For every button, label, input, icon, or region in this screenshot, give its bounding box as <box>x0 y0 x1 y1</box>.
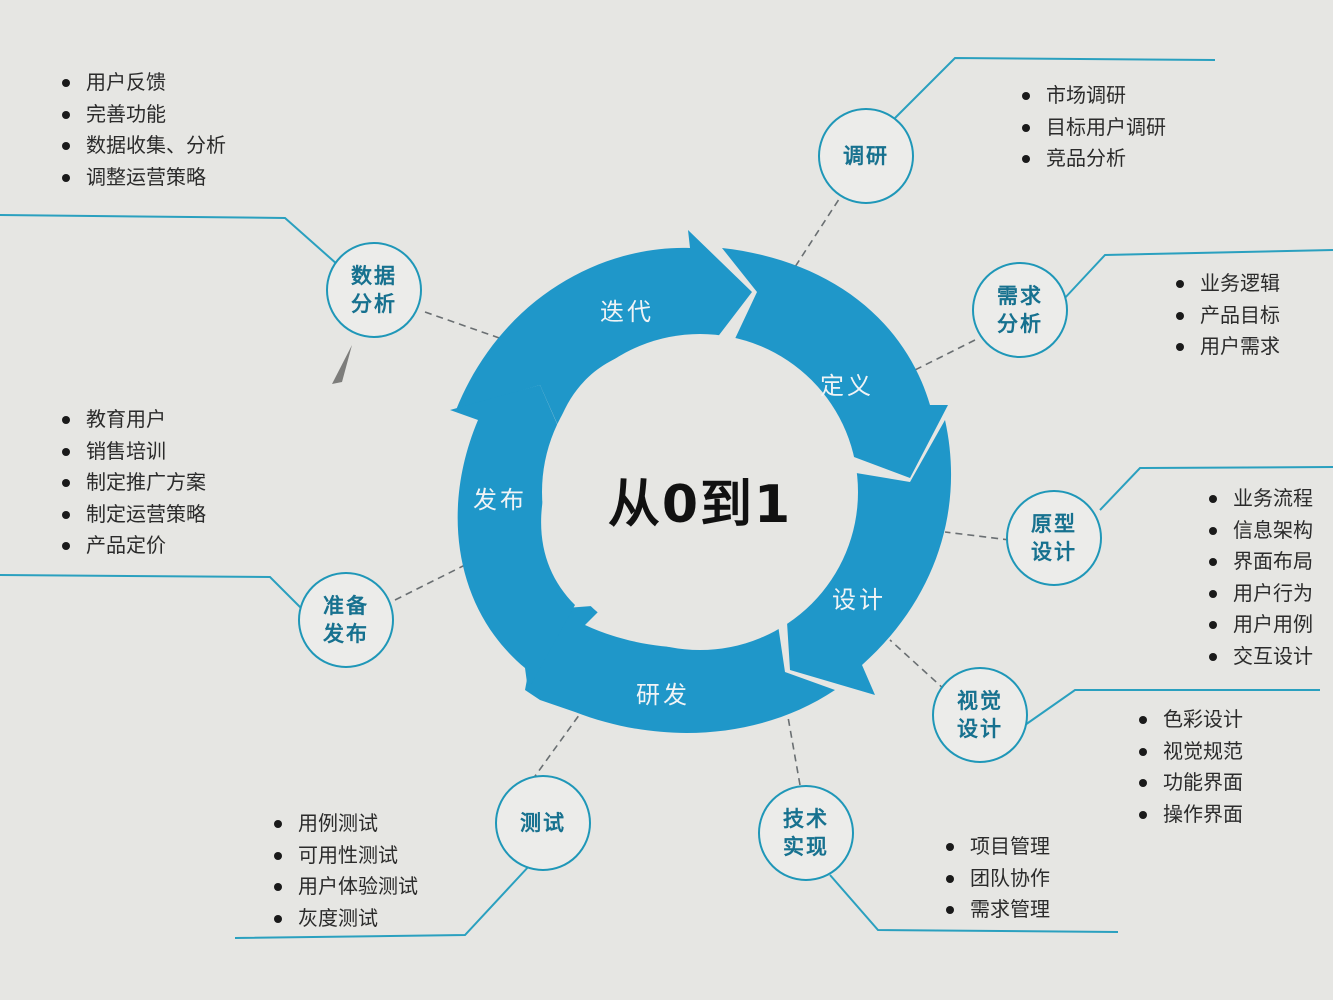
node-label: 视觉设计 <box>957 689 1003 741</box>
analytics-items: 用户反馈 完善功能 数据收集、分析 调整运营策略 <box>58 67 226 193</box>
list-item: 业务流程 <box>1205 483 1313 515</box>
list-item: 交互设计 <box>1205 641 1313 673</box>
list-item: 操作界面 <box>1135 799 1243 831</box>
list-item: 销售培训 <box>58 436 206 468</box>
list-item: 用户反馈 <box>58 67 226 99</box>
marker-triangle-icon <box>332 345 352 384</box>
list-item: 色彩设计 <box>1135 704 1243 736</box>
cycle-ring <box>450 230 952 733</box>
list-item: 教育用户 <box>58 404 206 436</box>
list-item: 用户需求 <box>1172 331 1280 363</box>
list-item: 产品目标 <box>1172 300 1280 332</box>
list-item: 产品定价 <box>58 530 206 562</box>
node-label: 调研 <box>843 144 889 168</box>
center-title: 从0到1 <box>607 475 793 535</box>
list-item: 用户行为 <box>1205 578 1313 610</box>
list-item: 调整运营策略 <box>58 162 226 194</box>
testing-items: 用例测试 可用性测试 用户体验测试 灰度测试 <box>270 808 418 934</box>
list-item: 界面布局 <box>1205 546 1313 578</box>
visual-items: 色彩设计 视觉规范 功能界面 操作界面 <box>1135 704 1243 830</box>
cycle-inner-hole <box>542 334 858 650</box>
node-label: 需求分析 <box>997 284 1043 336</box>
node-label: 原型设计 <box>1031 512 1077 564</box>
node-analytics: 数据分析 <box>326 242 422 338</box>
list-item: 市场调研 <box>1018 80 1166 112</box>
list-item: 竞品分析 <box>1018 143 1166 175</box>
segment-label-develop: 研发 <box>636 681 690 709</box>
node-label: 测试 <box>520 811 566 835</box>
list-item: 功能界面 <box>1135 767 1243 799</box>
node-requirements: 需求分析 <box>972 262 1068 358</box>
callout-lines <box>0 56 1333 939</box>
list-item: 视觉规范 <box>1135 736 1243 768</box>
requirements-items: 业务逻辑 产品目标 用户需求 <box>1172 268 1280 363</box>
segment-label-iterate: 迭代 <box>600 298 654 326</box>
node-research: 调研 <box>818 108 914 204</box>
node-label: 准备发布 <box>323 594 369 646</box>
list-item: 数据收集、分析 <box>58 130 226 162</box>
tech-items: 项目管理 团队协作 需求管理 <box>942 831 1050 926</box>
list-item: 灰度测试 <box>270 903 418 935</box>
list-item: 制定运营策略 <box>58 499 206 531</box>
list-item: 团队协作 <box>942 863 1050 895</box>
research-items: 市场调研 目标用户调研 竞品分析 <box>1018 80 1166 175</box>
list-item: 信息架构 <box>1205 515 1313 547</box>
node-label: 技术实现 <box>783 807 829 859</box>
list-item: 制定推广方案 <box>58 467 206 499</box>
list-item: 用户体验测试 <box>270 871 418 903</box>
node-tech: 技术实现 <box>758 785 854 881</box>
segment-label-design: 设计 <box>832 586 886 614</box>
segment-label-release: 发布 <box>473 486 527 514</box>
list-item: 项目管理 <box>942 831 1050 863</box>
node-testing: 测试 <box>495 775 591 871</box>
segment-label-define: 定义 <box>820 372 874 400</box>
node-label: 数据分析 <box>351 264 397 316</box>
node-visual: 视觉设计 <box>932 667 1028 763</box>
list-item: 业务逻辑 <box>1172 268 1280 300</box>
list-item: 完善功能 <box>58 99 226 131</box>
list-item: 用户用例 <box>1205 609 1313 641</box>
prototype-items: 业务流程 信息架构 界面布局 用户行为 用户用例 交互设计 <box>1205 483 1313 672</box>
list-item: 用例测试 <box>270 808 418 840</box>
list-item: 可用性测试 <box>270 840 418 872</box>
list-item: 目标用户调研 <box>1018 112 1166 144</box>
list-item: 需求管理 <box>942 894 1050 926</box>
node-prototype: 原型设计 <box>1006 490 1102 586</box>
node-prerelease: 准备发布 <box>298 572 394 668</box>
prerelease-items: 教育用户 销售培训 制定推广方案 制定运营策略 产品定价 <box>58 404 206 562</box>
